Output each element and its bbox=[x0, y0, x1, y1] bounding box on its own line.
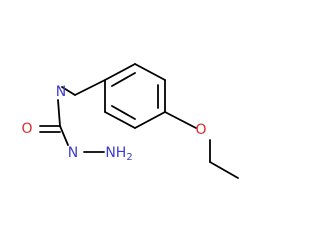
atom-n3-label: NH2 bbox=[105, 145, 132, 163]
bond-n1-ring bbox=[74, 79, 106, 96]
atom-o2-label: O bbox=[195, 122, 206, 138]
bond-ring-double-3 bbox=[111, 105, 136, 120]
bond-ring-o2 bbox=[164, 111, 197, 129]
bond-ring-double-1 bbox=[111, 72, 136, 87]
chemical-structure: N O N NH2 O bbox=[0, 0, 250, 250]
bond-ring-1 bbox=[104, 63, 136, 81]
bond-n1-c1 bbox=[61, 86, 76, 96]
bond-ring-5 bbox=[104, 111, 136, 129]
atom-labels: N O N NH2 O bbox=[21, 84, 206, 163]
bond-o2-ethyl-2 bbox=[209, 161, 239, 179]
background bbox=[0, 0, 250, 250]
atom-n3-main: NH bbox=[105, 145, 126, 161]
bond-ring-4 bbox=[134, 111, 166, 129]
atom-n2-label: N bbox=[68, 145, 78, 161]
atom-o1-label: O bbox=[21, 121, 32, 137]
bond-n1-c1-lower bbox=[57, 99, 61, 127]
atom-n3-sub: 2 bbox=[126, 152, 132, 163]
bond-c1-n2 bbox=[59, 125, 69, 146]
atom-n1-label: N bbox=[56, 84, 66, 100]
bond-ring-2 bbox=[134, 63, 166, 81]
bond-group bbox=[39, 63, 239, 179]
